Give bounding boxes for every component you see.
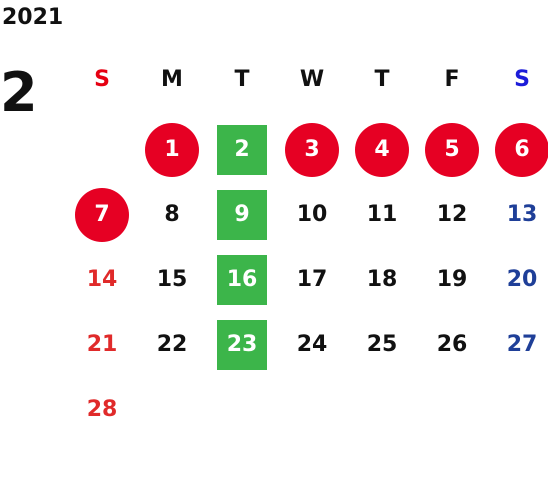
day-cell-4[interactable]: 4: [354, 122, 410, 178]
header-tuesday: T: [234, 67, 250, 92]
day-number: 26: [436, 332, 468, 357]
calendar-week-2: 7 8 9 10 11 12 13: [68, 187, 548, 243]
header-friday: F: [444, 67, 460, 92]
day-number: 5: [444, 137, 460, 162]
day-number: 10: [296, 202, 328, 227]
day-cell-9[interactable]: 9: [214, 187, 270, 243]
day-number: 14: [86, 267, 118, 292]
day-cell-19[interactable]: 19: [424, 252, 480, 308]
day-cell-3[interactable]: 3: [284, 122, 340, 178]
day-number: 8: [164, 202, 180, 227]
header-sunday: S: [94, 67, 110, 92]
day-cell-21[interactable]: 21: [74, 317, 130, 373]
day-cell-10[interactable]: 10: [284, 187, 340, 243]
day-cell-22[interactable]: 22: [144, 317, 200, 373]
day-number: 4: [374, 137, 390, 162]
calendar-week-4: 21 22 23 24 25 26 27: [68, 317, 548, 373]
day-number: 20: [506, 267, 538, 292]
day-number: 13: [506, 202, 538, 227]
weekday-header-row: S M T W T F S: [68, 52, 548, 108]
day-cell-15[interactable]: 15: [144, 252, 200, 308]
day-number: 16: [226, 267, 258, 292]
calendar-week-3: 14 15 16 17 18 19 20: [68, 252, 548, 308]
day-number: 9: [234, 202, 250, 227]
day-cell-28[interactable]: 28: [74, 382, 130, 438]
day-cell-empty: [74, 122, 130, 178]
day-number: 12: [436, 202, 468, 227]
header-thursday: T: [374, 67, 390, 92]
day-cell-14[interactable]: 14: [74, 252, 130, 308]
day-cell-27[interactable]: 27: [494, 317, 548, 373]
day-cell-13[interactable]: 13: [494, 187, 548, 243]
day-number: 23: [226, 332, 258, 357]
day-number: 24: [296, 332, 328, 357]
day-number: 27: [506, 332, 538, 357]
day-cell-16[interactable]: 16: [214, 252, 270, 308]
day-cell-12[interactable]: 12: [424, 187, 480, 243]
day-number: 18: [366, 267, 398, 292]
calendar-week-5: 28: [68, 382, 548, 438]
day-number: 28: [86, 397, 118, 422]
day-number: 25: [366, 332, 398, 357]
day-cell-26[interactable]: 26: [424, 317, 480, 373]
year-label: 2021: [2, 5, 64, 30]
header-wednesday: W: [299, 67, 325, 92]
day-cell-20[interactable]: 20: [494, 252, 548, 308]
day-cell-7[interactable]: 7: [74, 187, 130, 243]
day-cell-17[interactable]: 17: [284, 252, 340, 308]
calendar-week-1: 1 2 3 4 5 6: [68, 122, 548, 178]
day-cell-25[interactable]: 25: [354, 317, 410, 373]
day-cell-1[interactable]: 1: [144, 122, 200, 178]
month-label: 2: [0, 61, 38, 124]
day-number: 17: [296, 267, 328, 292]
day-number: 7: [94, 202, 110, 227]
day-number: 3: [304, 137, 320, 162]
day-cell-23[interactable]: 23: [214, 317, 270, 373]
day-cell-18[interactable]: 18: [354, 252, 410, 308]
day-cell-5[interactable]: 5: [424, 122, 480, 178]
day-number: 15: [156, 267, 188, 292]
header-saturday: S: [514, 67, 530, 92]
day-number: 19: [436, 267, 468, 292]
day-number: 11: [366, 202, 398, 227]
header-monday: M: [161, 67, 183, 92]
day-number: 2: [234, 137, 250, 162]
day-cell-2[interactable]: 2: [214, 122, 270, 178]
day-number: 21: [86, 332, 118, 357]
day-number: 6: [514, 137, 530, 162]
day-number: 1: [164, 137, 180, 162]
day-cell-24[interactable]: 24: [284, 317, 340, 373]
day-cell-8[interactable]: 8: [144, 187, 200, 243]
day-cell-6[interactable]: 6: [494, 122, 548, 178]
day-cell-11[interactable]: 11: [354, 187, 410, 243]
day-number: 22: [156, 332, 188, 357]
